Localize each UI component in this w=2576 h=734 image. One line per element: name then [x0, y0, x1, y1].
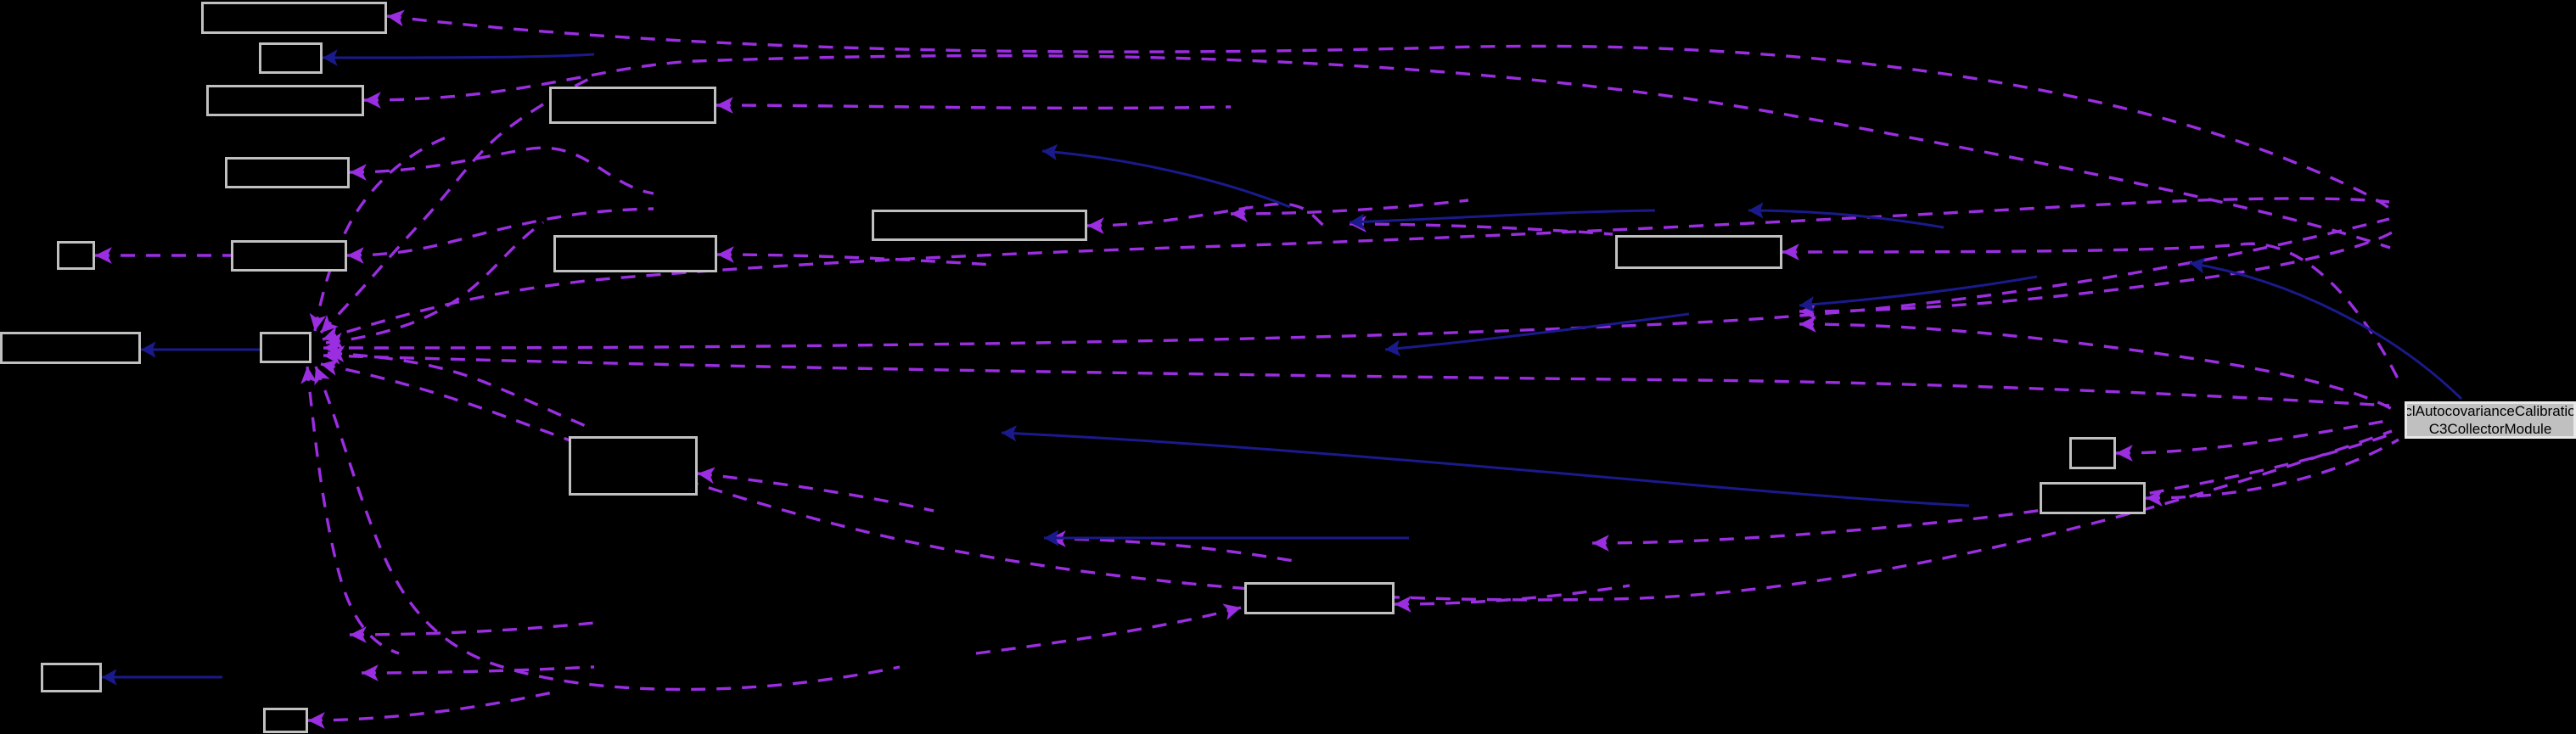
graph-node[interactable] — [1615, 235, 1782, 269]
usage-edges — [94, 9, 2402, 729]
graph-node[interactable] — [872, 210, 1087, 241]
usage-edges-forward — [975, 603, 1242, 655]
graph-node[interactable] — [1244, 582, 1395, 614]
graph-node[interactable] — [569, 436, 698, 496]
graph-node[interactable] — [2040, 482, 2146, 514]
graph-node[interactable] — [225, 157, 350, 188]
graph-node[interactable] — [553, 235, 717, 272]
graph-node[interactable] — [549, 87, 716, 124]
graph-node[interactable] — [260, 332, 311, 363]
graph-node[interactable] — [57, 241, 95, 270]
graph-node[interactable] — [2069, 437, 2116, 469]
inheritance-edges — [101, 49, 2463, 686]
graph-node[interactable] — [231, 240, 347, 272]
graph-node[interactable] — [0, 332, 141, 364]
graph-node[interactable] — [259, 42, 323, 74]
graph-node[interactable] — [206, 85, 364, 116]
graph-node[interactable] — [201, 2, 387, 34]
graph-node-focus[interactable]: eclAutocovarianceCalibration C3Collector… — [2405, 401, 2576, 439]
graph-node[interactable] — [41, 663, 102, 692]
graph-node[interactable] — [263, 708, 308, 733]
